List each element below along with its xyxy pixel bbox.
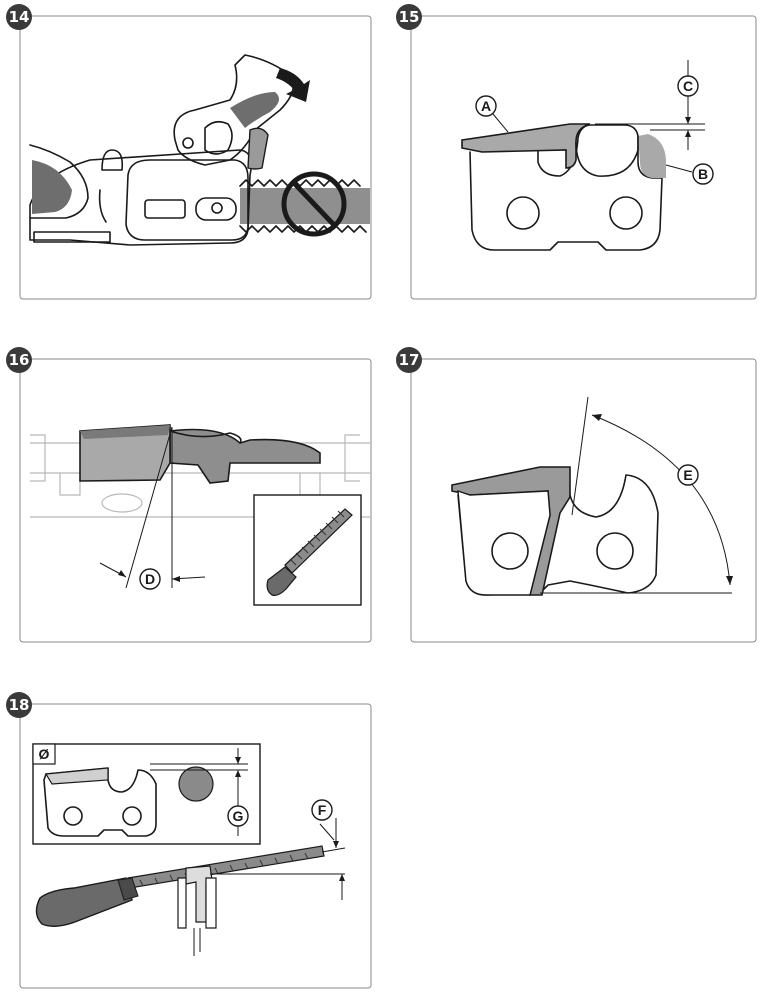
bottom-plate [33, 231, 111, 243]
figure-18: 18 Ø G [0, 688, 380, 994]
chain-outline [30, 434, 370, 518]
label-B: B [698, 166, 708, 182]
figure-number-14-badge: 14 [6, 4, 32, 30]
figure-number-15: 15 [399, 8, 420, 26]
figure-number-17: 17 [399, 351, 420, 369]
figure-15: 15 C A B [390, 0, 766, 305]
side-plate-B [638, 134, 666, 178]
cover-slot [144, 199, 186, 219]
rivet-hole-right [596, 532, 634, 570]
callout-E: E [677, 464, 699, 486]
right-glove-shade [230, 92, 279, 128]
label-A: A [481, 98, 491, 114]
inset-hole-right [122, 806, 142, 826]
cover-slot-2 [195, 197, 237, 221]
diameter-symbol: Ø [39, 746, 50, 762]
file-cross-section [178, 766, 214, 802]
label-D: D [145, 571, 155, 587]
figure-17: 17 E [390, 345, 766, 645]
glove-finger [204, 120, 233, 155]
round-file-icon [266, 508, 353, 596]
figure-number-15-badge: 15 [396, 4, 422, 30]
cutter-top-highlight [80, 425, 170, 439]
label-F: F [318, 802, 327, 818]
rivet-hole-left [491, 532, 529, 570]
callout-F: F [311, 799, 333, 821]
file-handle [35, 877, 133, 927]
callout-G: G [227, 805, 249, 827]
label-G: G [233, 808, 244, 824]
prohibited-sign [281, 171, 347, 237]
body-slot [98, 189, 107, 223]
press-arrow [276, 68, 310, 102]
figure-number-18-badge: 18 [6, 692, 32, 718]
figure-number-16: 16 [9, 351, 30, 369]
cutter-top-light [457, 489, 551, 596]
figure-14: 14 [0, 0, 380, 305]
figure-16: 16 D [0, 345, 380, 645]
figure-number-17-badge: 17 [396, 347, 422, 373]
callout-D: D [139, 568, 161, 590]
inset-cutter [43, 767, 157, 837]
rivet-hole-right [609, 196, 643, 230]
file-ferrule [117, 877, 139, 901]
cutter-link-body [469, 124, 663, 251]
figure-number-16-badge: 16 [6, 347, 32, 373]
figure-number-14: 14 [9, 8, 30, 26]
diameter-symbol-box [32, 743, 56, 765]
rivet-hole-left [506, 196, 540, 230]
lever [247, 127, 269, 170]
bar-nut [211, 202, 223, 214]
callout-B: B [692, 163, 714, 185]
tension-knob [101, 149, 124, 171]
inset-top-plate [44, 767, 109, 785]
diameter-inset-frame [32, 743, 261, 845]
callout-C: C [677, 75, 699, 97]
tooth-gullet [575, 135, 639, 177]
inset-hole-left [63, 806, 83, 826]
cutter-side [169, 428, 321, 484]
left-glove [29, 144, 89, 219]
label-C: C [683, 78, 693, 94]
gullet-curve [169, 430, 242, 444]
sprocket-cover [125, 159, 249, 241]
chain-side [177, 877, 217, 929]
glove-ring [182, 137, 194, 149]
figure-number-18: 18 [9, 696, 30, 714]
left-glove-shade [32, 160, 72, 214]
callout-A: A [475, 95, 497, 117]
top-plate-A [461, 123, 591, 169]
label-E: E [683, 467, 692, 483]
